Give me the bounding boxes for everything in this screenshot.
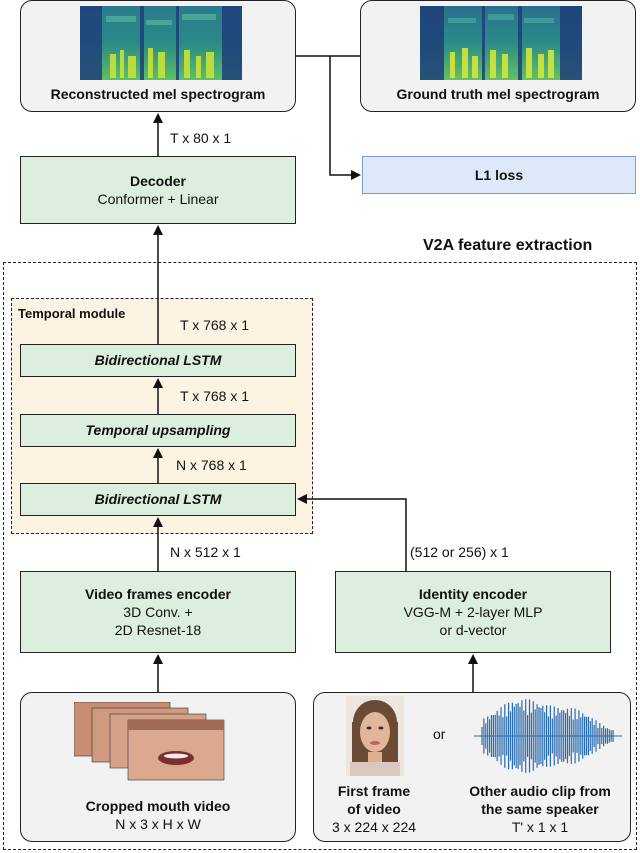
video-frames-encoder-box: Video frames encoder 3D Conv. + 2D Resne… bbox=[20, 571, 296, 653]
reconstructed-spectrogram-label: Reconstructed mel spectrogram bbox=[50, 85, 266, 102]
decoder-subtitle: Conformer + Linear bbox=[97, 191, 219, 207]
video-encoder-output-dim: N x 512 x 1 bbox=[170, 544, 241, 560]
audio-clip-dims: T' x 1 x 1 bbox=[511, 819, 569, 836]
arrow-to-l1-loss bbox=[329, 56, 361, 180]
waveform-bars bbox=[481, 699, 614, 773]
v2a-title: V2A feature extraction bbox=[423, 237, 593, 254]
temporal-module-title: Temporal module bbox=[18, 306, 126, 321]
or-separator: or bbox=[433, 726, 446, 742]
audio-clip-title-2: the same speaker bbox=[481, 800, 599, 817]
mouth-frame bbox=[127, 719, 225, 781]
audio-clip-title-1: Other audio clip from bbox=[469, 782, 611, 799]
first-frame-dims: 3 x 224 x 224 bbox=[331, 819, 417, 836]
bilstm-bottom-box: Bidirectional LSTM bbox=[20, 483, 296, 516]
identity-encoder-box: Identity encoder VGG-M + 2-layer MLP or … bbox=[335, 571, 611, 653]
mouth-video-frames-image bbox=[74, 702, 225, 781]
bilstm-top-box: Bidirectional LSTM bbox=[20, 344, 296, 377]
temporal-upsampling-label: Temporal upsampling bbox=[85, 422, 231, 439]
identity-encoder-line1: VGG-M + 2-layer MLP bbox=[403, 603, 543, 620]
audio-waveform-image bbox=[474, 699, 622, 773]
first-frame-title-2: of video bbox=[347, 800, 401, 817]
temporal-dim-low: N x 768 x 1 bbox=[176, 457, 247, 473]
l1-loss-label: L1 loss bbox=[474, 166, 524, 183]
ground-truth-spectrogram-label: Ground truth mel spectrogram bbox=[396, 85, 600, 102]
decoder-box: Decoder Conformer + Linear bbox=[20, 156, 296, 224]
temporal-dim-mid: T x 768 x 1 bbox=[180, 388, 250, 404]
bilstm-top-label: Bidirectional LSTM bbox=[94, 352, 222, 369]
first-frame-caption: First frame of video 3 x 224 x 224 bbox=[318, 780, 430, 838]
bilstm-bottom-label: Bidirectional LSTM bbox=[94, 491, 222, 508]
first-frame-face-image bbox=[346, 696, 404, 776]
video-encoder-line1: 3D Conv. + bbox=[123, 603, 193, 620]
identity-encoder-line2: or d-vector bbox=[439, 622, 507, 639]
identity-encoder-title: Identity encoder bbox=[418, 585, 528, 602]
v2a-region bbox=[3, 262, 637, 850]
video-encoder-line2: 2D Resnet-18 bbox=[114, 622, 202, 639]
arrow-identity-encoder-to-lstm bbox=[297, 494, 407, 571]
mouth-video-title: Cropped mouth video bbox=[85, 797, 231, 814]
l1-loss-box: L1 loss bbox=[362, 156, 636, 194]
temporal-dim-top: T x 768 x 1 bbox=[180, 317, 250, 333]
identity-encoder-output-dim: (512 or 256) x 1 bbox=[410, 544, 509, 560]
reconstructed-spectrogram-image bbox=[80, 6, 242, 80]
mouth-video-dims: N x 3 x H x W bbox=[115, 815, 201, 832]
first-frame-title-1: First frame bbox=[337, 782, 411, 799]
temporal-upsampling-box: Temporal upsampling bbox=[20, 414, 296, 447]
video-encoder-title: Video frames encoder bbox=[84, 585, 232, 602]
decoder-title: Decoder bbox=[129, 172, 187, 189]
audio-clip-caption: Other audio clip from the same speaker T… bbox=[452, 780, 628, 838]
ground-truth-spectrogram-image bbox=[420, 6, 582, 80]
decoder-output-dim: T x 80 x 1 bbox=[170, 130, 232, 146]
